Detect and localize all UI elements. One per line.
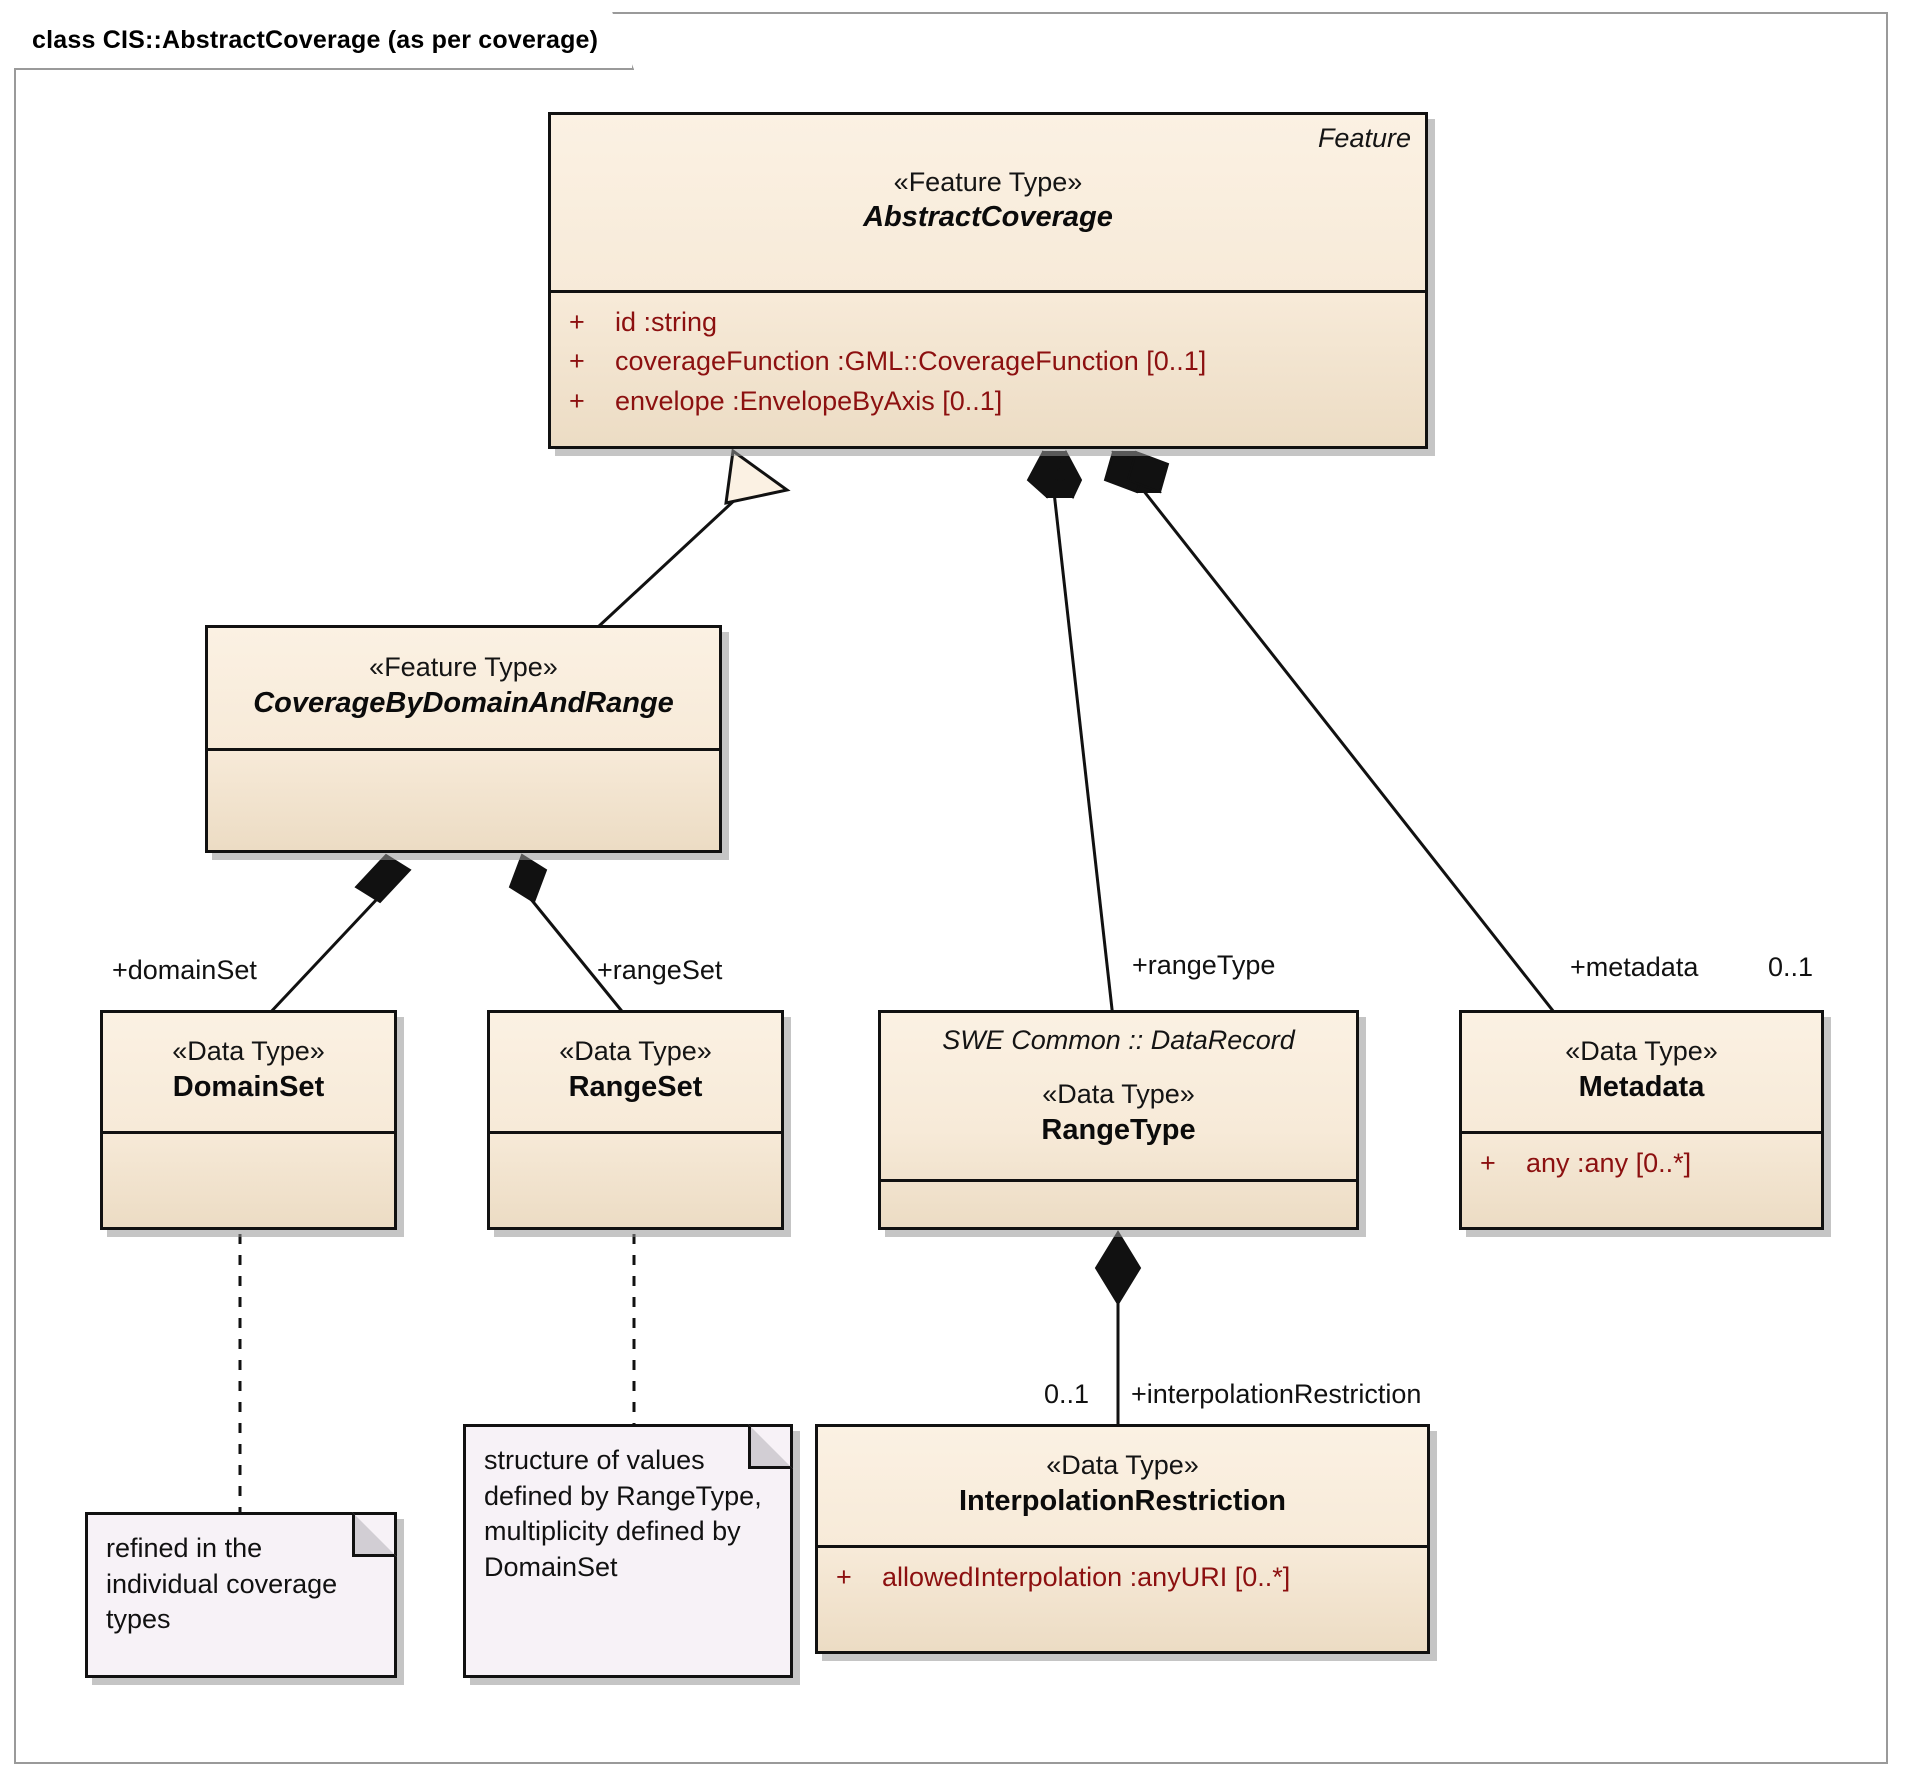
class-coverage-by-domain-and-range[interactable]: «Feature Type» CoverageByDomainAndRange [205, 625, 722, 853]
class-interpolation-restriction[interactable]: «Data Type» InterpolationRestriction + a… [815, 1424, 1430, 1654]
class-range-type-attributes [881, 1179, 1356, 1202]
class-metadata[interactable]: «Data Type» Metadata + any :any [0..*] [1459, 1010, 1824, 1230]
class-abstract-coverage-stereotype: «Feature Type» [893, 166, 1083, 197]
class-abstract-coverage[interactable]: Feature «Feature Type» AbstractCoverage … [548, 112, 1428, 449]
attribute-visibility: + [569, 307, 585, 337]
class-metadata-attributes: + any :any [0..*] [1462, 1131, 1821, 1193]
class-coverage-by-domain-and-range-stereotype: «Feature Type» [369, 652, 558, 682]
attribute-row: + allowedInterpolation :anyURI [0..*] [818, 1558, 1427, 1597]
class-metadata-stereotype: «Data Type» [1565, 1036, 1718, 1066]
attribute-row: + coverageFunction :GML::CoverageFunctio… [551, 342, 1425, 381]
class-metadata-header: «Data Type» Metadata [1462, 1013, 1821, 1131]
note-fold-icon [352, 1512, 397, 1557]
edge-label-domain-set-role: +domainSet [112, 955, 257, 985]
note-range-set: structure of values defined by RangeType… [463, 1424, 793, 1678]
class-domain-set[interactable]: «Data Type» DomainSet [100, 1010, 397, 1230]
attribute-visibility: + [1480, 1148, 1496, 1178]
edge-label-range-set-role: +rangeSet [597, 955, 723, 985]
class-range-type[interactable]: SWE Common :: DataRecord «Data Type» Ran… [878, 1010, 1359, 1230]
class-interpolation-restriction-header: «Data Type» InterpolationRestriction [818, 1427, 1427, 1545]
note-range-set-text: structure of values defined by RangeType… [484, 1445, 762, 1582]
class-range-set-name: RangeSet [568, 1070, 703, 1103]
class-abstract-coverage-name: AbstractCoverage [863, 201, 1113, 234]
class-coverage-by-domain-and-range-header: «Feature Type» CoverageByDomainAndRange [208, 628, 719, 748]
class-range-type-name: RangeType [1041, 1113, 1196, 1146]
class-domain-set-stereotype: «Data Type» [172, 1036, 325, 1066]
class-range-set[interactable]: «Data Type» RangeSet [487, 1010, 784, 1230]
attribute-signature: id :string [615, 307, 718, 337]
class-domain-set-attributes [103, 1131, 394, 1154]
note-domain-set-text: refined in the individual coverage types [106, 1533, 338, 1635]
attribute-row: + any :any [0..*] [1462, 1144, 1821, 1183]
class-range-type-header: SWE Common :: DataRecord «Data Type» Ran… [881, 1013, 1356, 1179]
attribute-row: + envelope :EnvelopeByAxis [0..1] [551, 382, 1425, 421]
class-range-type-stereotype: «Data Type» [1042, 1079, 1195, 1110]
edge-label-interpolation-role: +interpolationRestriction [1131, 1379, 1422, 1409]
class-interpolation-restriction-stereotype: «Data Type» [1046, 1450, 1199, 1480]
class-interpolation-restriction-attributes: + allowedInterpolation :anyURI [0..*] [818, 1545, 1427, 1607]
attribute-signature: allowedInterpolation :anyURI [0..*] [882, 1562, 1291, 1592]
attribute-signature: any :any [0..*] [1526, 1148, 1692, 1178]
class-abstract-coverage-header: Feature «Feature Type» AbstractCoverage [551, 115, 1425, 290]
edge-label-metadata-role: +metadata [1570, 952, 1699, 982]
class-interpolation-restriction-name: InterpolationRestriction [958, 1484, 1287, 1517]
attribute-signature: envelope :EnvelopeByAxis [0..1] [615, 385, 1003, 416]
class-abstract-coverage-attributes: + id :string + coverageFunction :GML::Co… [551, 290, 1425, 431]
class-range-set-header: «Data Type» RangeSet [490, 1013, 781, 1131]
diagram-frame-tab: class CIS::AbstractCoverage (as per cove… [14, 12, 634, 70]
attribute-row: + id :string [551, 303, 1425, 342]
attribute-visibility: + [569, 385, 585, 416]
edge-label-interpolation-multiplicity: 0..1 [1044, 1379, 1090, 1409]
class-domain-set-name: DomainSet [172, 1070, 325, 1103]
class-range-type-namespace: SWE Common :: DataRecord [942, 1025, 1295, 1055]
class-range-set-stereotype: «Data Type» [559, 1036, 712, 1066]
attribute-visibility: + [836, 1562, 852, 1592]
attribute-signature: coverageFunction :GML::CoverageFunction … [615, 346, 1207, 377]
note-domain-set: refined in the individual coverage types [85, 1512, 397, 1678]
class-metadata-name: Metadata [1578, 1070, 1705, 1103]
note-fold-icon [748, 1424, 793, 1469]
attribute-visibility: + [569, 346, 585, 377]
edge-label-range-type-role: +rangeType [1132, 950, 1276, 980]
edge-label-metadata-multiplicity: 0..1 [1768, 952, 1814, 982]
class-abstract-coverage-corner-label: Feature [1317, 123, 1411, 153]
class-coverage-by-domain-and-range-name: CoverageByDomainAndRange [253, 686, 674, 719]
class-coverage-by-domain-and-range-attributes [208, 748, 719, 771]
diagram-title: class CIS::AbstractCoverage (as per cove… [32, 25, 599, 54]
class-range-set-attributes [490, 1131, 781, 1154]
class-domain-set-header: «Data Type» DomainSet [103, 1013, 394, 1131]
